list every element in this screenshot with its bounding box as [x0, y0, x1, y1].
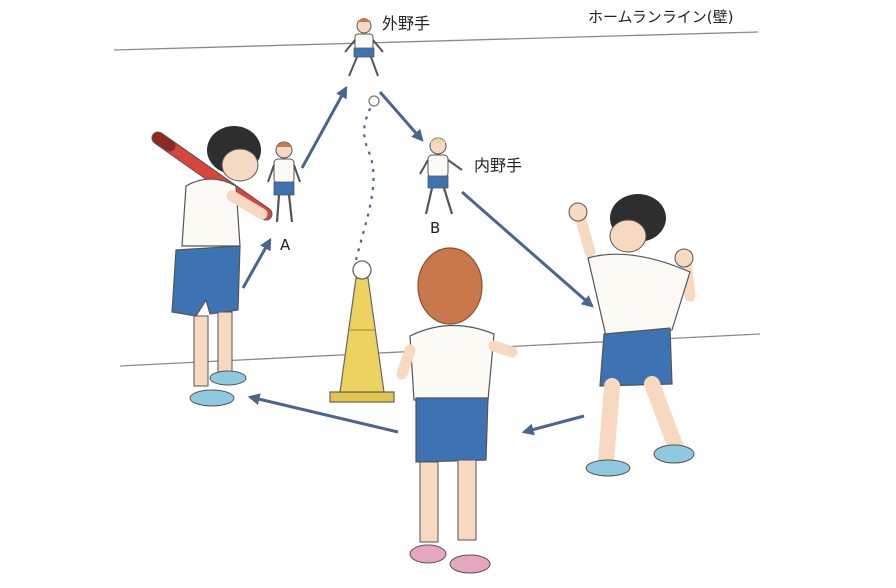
player-a-figure — [267, 141, 301, 223]
arrow-outfielder-to-infielder — [378, 91, 424, 142]
ball-in-flight-icon — [368, 95, 380, 107]
arrow-front-to-batter — [247, 393, 399, 434]
ball-on-tee-icon — [352, 260, 372, 280]
batter-figure — [151, 126, 273, 407]
homerun-line-label: ホームランライン(壁) — [588, 8, 734, 26]
player-b-label: B — [430, 219, 441, 237]
infielder-label: 内野手 — [474, 156, 523, 175]
right-runner-figure — [568, 194, 696, 477]
ball-flight-path — [354, 103, 375, 261]
player-a-label: A — [280, 236, 291, 254]
arrow-a-to-outfielder — [300, 85, 348, 169]
batting-tee-cone-icon — [329, 277, 395, 403]
outfielder-figure — [344, 18, 384, 77]
front-fielder-figure — [396, 247, 518, 574]
homerun-wall-line — [113, 31, 759, 51]
player-b-figure — [419, 137, 463, 215]
outfielder-label: 外野手 — [382, 14, 431, 33]
arrow-right-to-front — [521, 414, 585, 436]
arrow-batter-to-a — [241, 237, 272, 289]
arrow-infielder-to-right-runner — [461, 190, 594, 308]
